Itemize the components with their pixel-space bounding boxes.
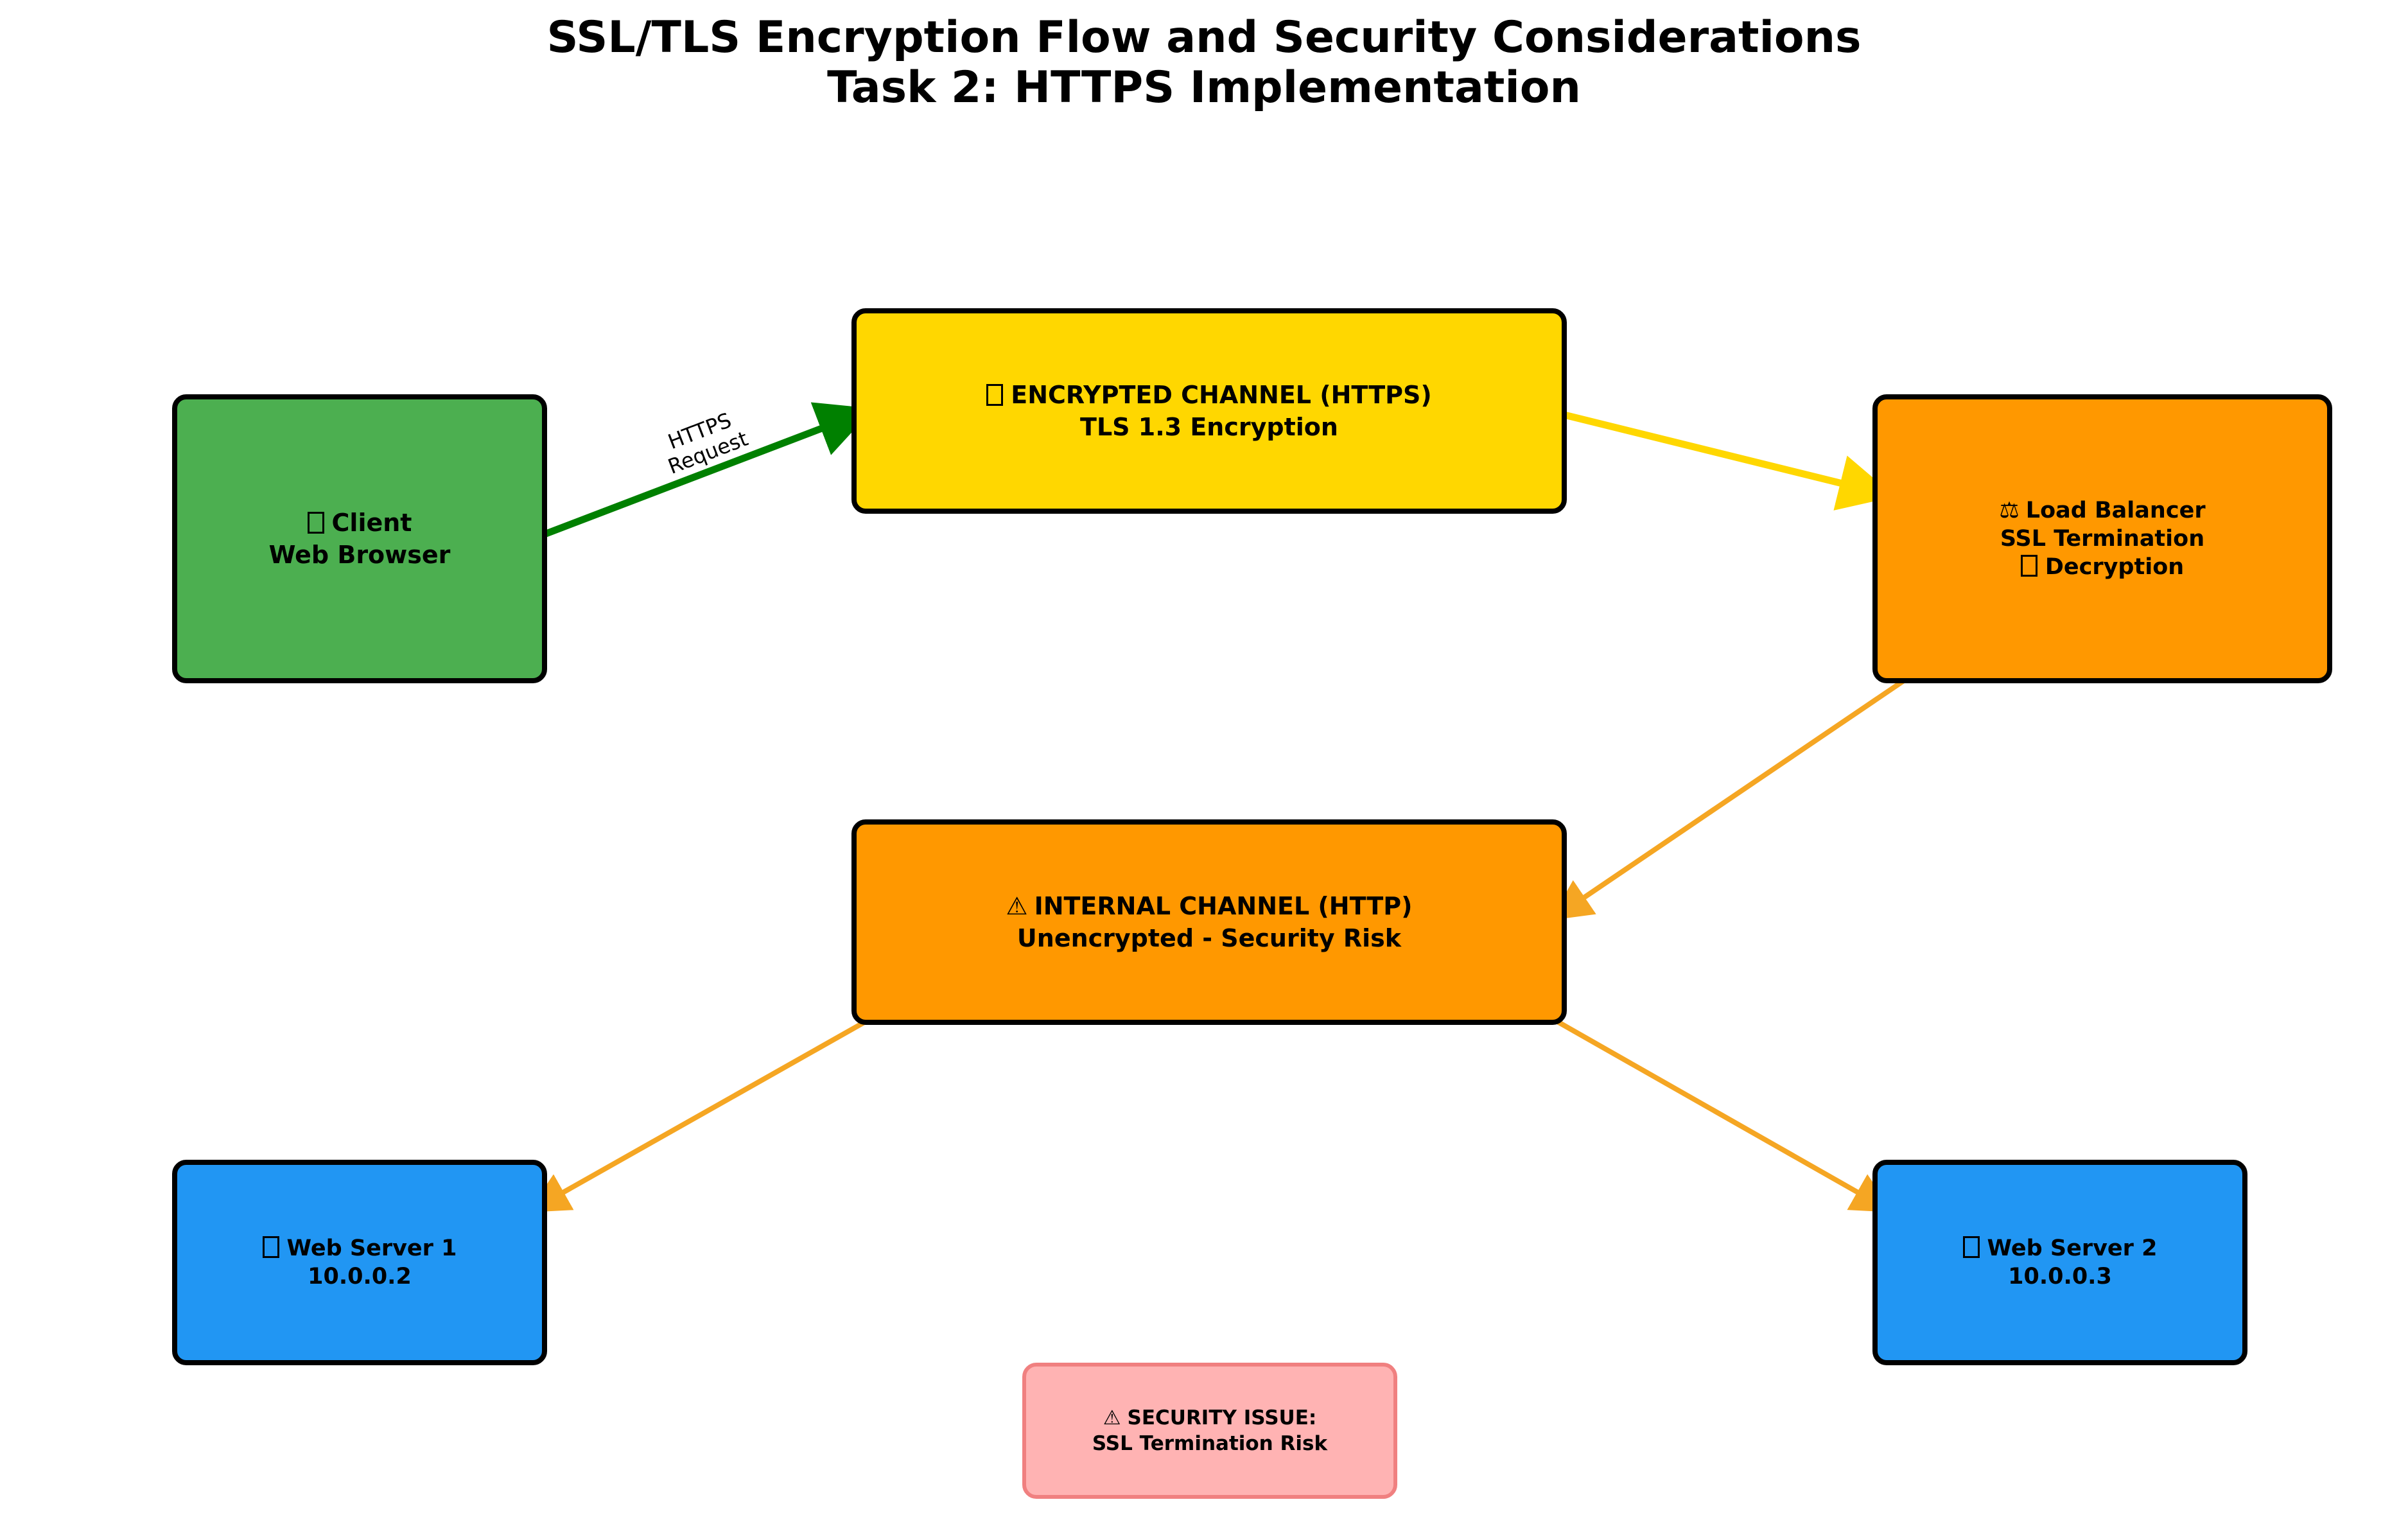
internal-channel-sublabel: Unencrypted - Security Risk — [1016, 924, 1402, 952]
client-node[interactable]: Client Web Browser — [172, 394, 547, 683]
lock-icon — [986, 384, 1004, 406]
warning-icon: ⚠ — [1006, 892, 1028, 920]
internal-channel-node[interactable]: ⚠INTERNAL CHANNEL (HTTP) Unencrypted - S… — [851, 819, 1567, 1025]
encrypted-channel-sublabel: TLS 1.3 Encryption — [1080, 413, 1338, 441]
edge-encrypted-to-load-balancer — [1563, 411, 1896, 511]
security-issue-sublabel: SSL Termination Risk — [1092, 1432, 1328, 1455]
title-line-2: Task 2: HTTPS Implementation — [827, 62, 1581, 113]
unlock-icon — [2020, 555, 2037, 577]
web-server-2-ip: 10.0.0.3 — [2008, 1264, 2112, 1289]
title-line-1: SSL/TLS Encryption Flow and Security Con… — [546, 12, 1862, 63]
load-balancer-node[interactable]: ⚖Load Balancer SSL Termination Decryptio… — [1872, 394, 2332, 683]
security-issue-box: ⚠ SECURITY ISSUE: SSL Termination Risk — [1022, 1363, 1397, 1499]
edge-client-to-encrypted — [533, 402, 874, 542]
internal-channel-label: INTERNAL CHANNEL (HTTP) — [1034, 892, 1413, 920]
encrypted-channel-label: ENCRYPTED CHANNEL (HTTPS) — [1011, 381, 1432, 409]
web-server-1-ip: 10.0.0.2 — [308, 1264, 412, 1289]
server-icon — [1962, 1236, 1980, 1258]
server-icon — [262, 1236, 279, 1258]
load-balancer-decryption-label: Decryption — [2045, 554, 2185, 580]
web-server-2-node[interactable]: Web Server 2 10.0.0.3 — [1872, 1160, 2247, 1365]
web-server-1-label: Web Server 1 — [286, 1236, 457, 1261]
diagram-title: SSL/TLS Encryption Flow and Security Con… — [0, 13, 2408, 113]
load-balancer-label: Load Balancer — [2025, 498, 2206, 523]
security-issue-label: SECURITY ISSUE: — [1127, 1406, 1317, 1429]
web-server-2-label: Web Server 2 — [1987, 1236, 2158, 1261]
load-balancer-sublabel: SSL Termination — [2000, 526, 2205, 552]
client-label: Client — [331, 509, 412, 537]
computer-icon — [307, 512, 324, 534]
warning-icon: ⚠ — [1103, 1406, 1121, 1429]
client-sublabel: Web Browser — [268, 541, 451, 569]
scales-icon: ⚖ — [1999, 498, 2020, 523]
encrypted-channel-node[interactable]: ENCRYPTED CHANNEL (HTTPS) TLS 1.3 Encryp… — [851, 308, 1567, 514]
web-server-1-node[interactable]: Web Server 1 10.0.0.2 — [172, 1160, 547, 1365]
